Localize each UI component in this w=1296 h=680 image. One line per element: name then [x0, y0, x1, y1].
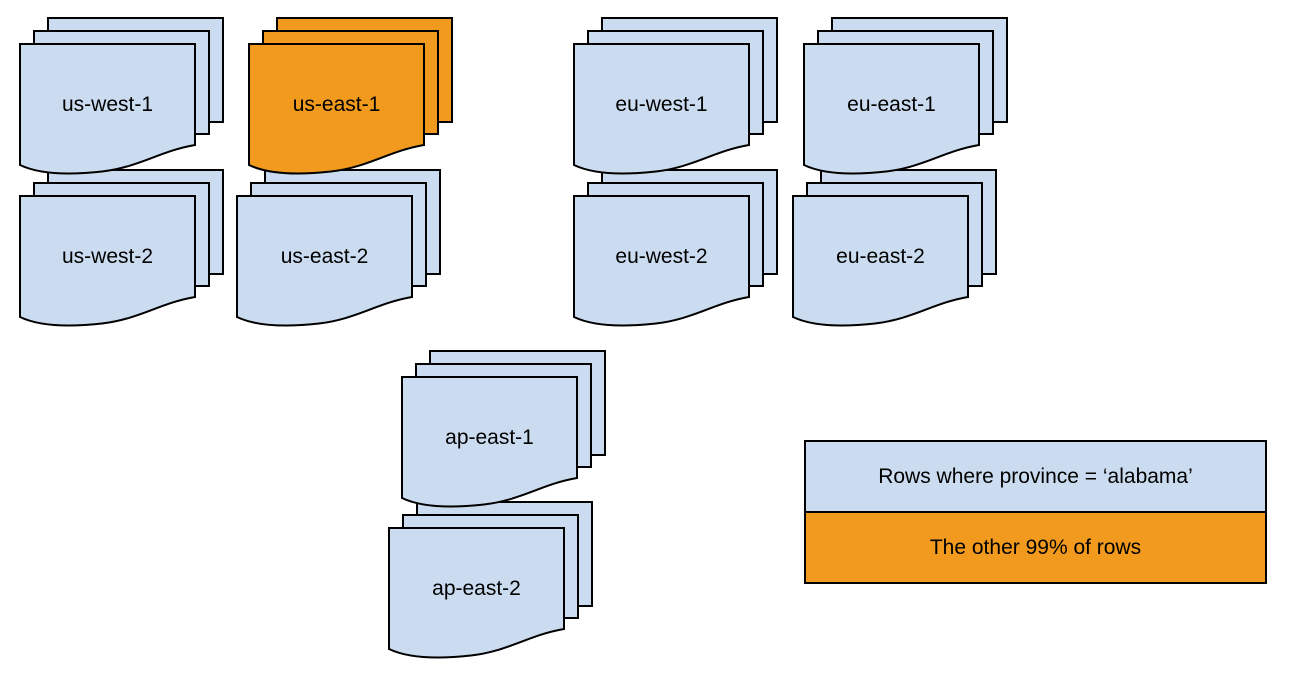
multi-document-icon — [573, 169, 778, 327]
doc-stack-ap-east-2: ap-east-2 — [387, 501, 595, 661]
multi-document-icon — [803, 17, 1008, 175]
doc-stack-eu-west-1: eu-west-1 — [572, 17, 780, 177]
doc-stack-us-west-2: us-west-2 — [18, 169, 226, 329]
document-page-front — [236, 195, 413, 327]
document-page-front — [401, 376, 578, 508]
document-page-front — [19, 195, 196, 327]
legend: Rows where province = ‘alabama’ The othe… — [804, 440, 1267, 584]
document-page-front — [573, 43, 750, 175]
doc-stack-eu-east-1: eu-east-1 — [802, 17, 1010, 177]
document-page-front — [573, 195, 750, 327]
doc-stack-us-east-2: us-east-2 — [235, 169, 443, 329]
document-page-front — [803, 43, 980, 175]
document-page-front — [792, 195, 969, 327]
document-page-front — [388, 527, 565, 659]
doc-stack-ap-east-1: ap-east-1 — [400, 350, 608, 510]
doc-stack-eu-west-2: eu-west-2 — [572, 169, 780, 329]
legend-item-label: Rows where province = ‘alabama’ — [878, 464, 1193, 488]
multi-document-icon — [388, 501, 593, 659]
doc-stack-us-west-1: us-west-1 — [18, 17, 226, 177]
multi-document-icon — [792, 169, 997, 327]
legend-item-other-rows: The other 99% of rows — [806, 511, 1265, 582]
doc-stack-eu-east-2: eu-east-2 — [791, 169, 999, 329]
doc-stack-us-east-1: us-east-1 — [247, 17, 455, 177]
multi-document-icon — [236, 169, 441, 327]
multi-document-icon — [19, 169, 224, 327]
document-page-front — [248, 43, 425, 175]
document-page-front — [19, 43, 196, 175]
legend-item-label: The other 99% of rows — [929, 535, 1142, 559]
multi-document-icon — [401, 350, 606, 508]
multi-document-icon — [19, 17, 224, 175]
legend-item-alabama-rows: Rows where province = ‘alabama’ — [806, 442, 1265, 511]
multi-document-icon — [248, 17, 453, 175]
multi-document-icon — [573, 17, 778, 175]
